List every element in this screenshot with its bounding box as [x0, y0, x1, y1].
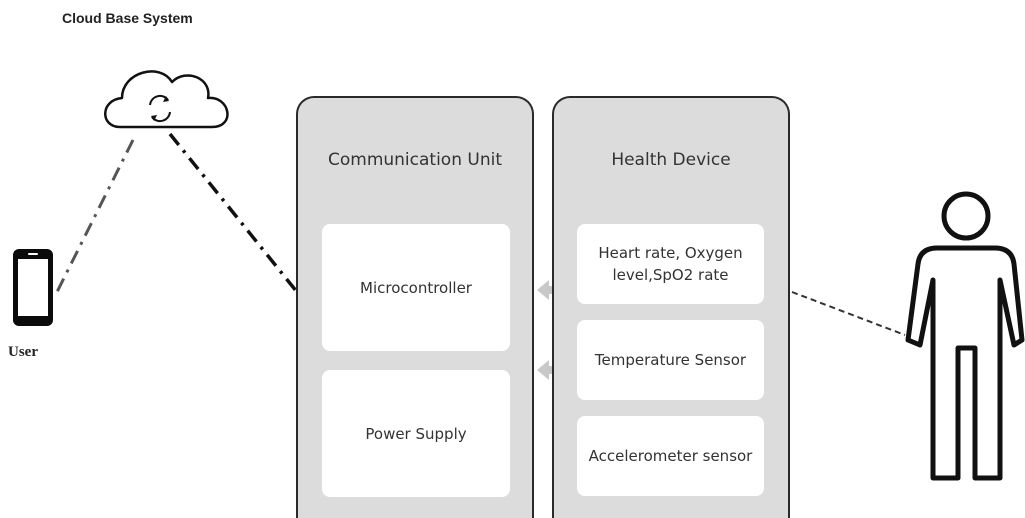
person-icon — [905, 191, 1025, 481]
cloud-sync-icon — [104, 70, 229, 129]
heart-rate-sensor-box: Heart rate, Oxygen level,SpO2 rate — [577, 224, 764, 304]
health-person-link — [791, 291, 906, 336]
cloud-user-link — [55, 139, 135, 293]
health-device-title: Health Device — [611, 150, 731, 170]
smartphone-icon — [13, 249, 53, 326]
cloud-comm-link — [168, 132, 299, 294]
temperature-sensor-box: Temperature Sensor — [577, 320, 764, 400]
microcontroller-box: Microcontroller — [322, 224, 510, 351]
power-supply-box: Power Supply — [322, 370, 510, 497]
arrow-temp-to-micro — [537, 360, 556, 380]
communication-unit-title: Communication Unit — [327, 150, 502, 170]
arrow-heart-to-micro — [537, 280, 556, 300]
cloud-title: Cloud Base System — [62, 10, 193, 26]
user-label: User — [8, 344, 38, 360]
accelerometer-sensor-box: Accelerometer sensor — [577, 416, 764, 496]
